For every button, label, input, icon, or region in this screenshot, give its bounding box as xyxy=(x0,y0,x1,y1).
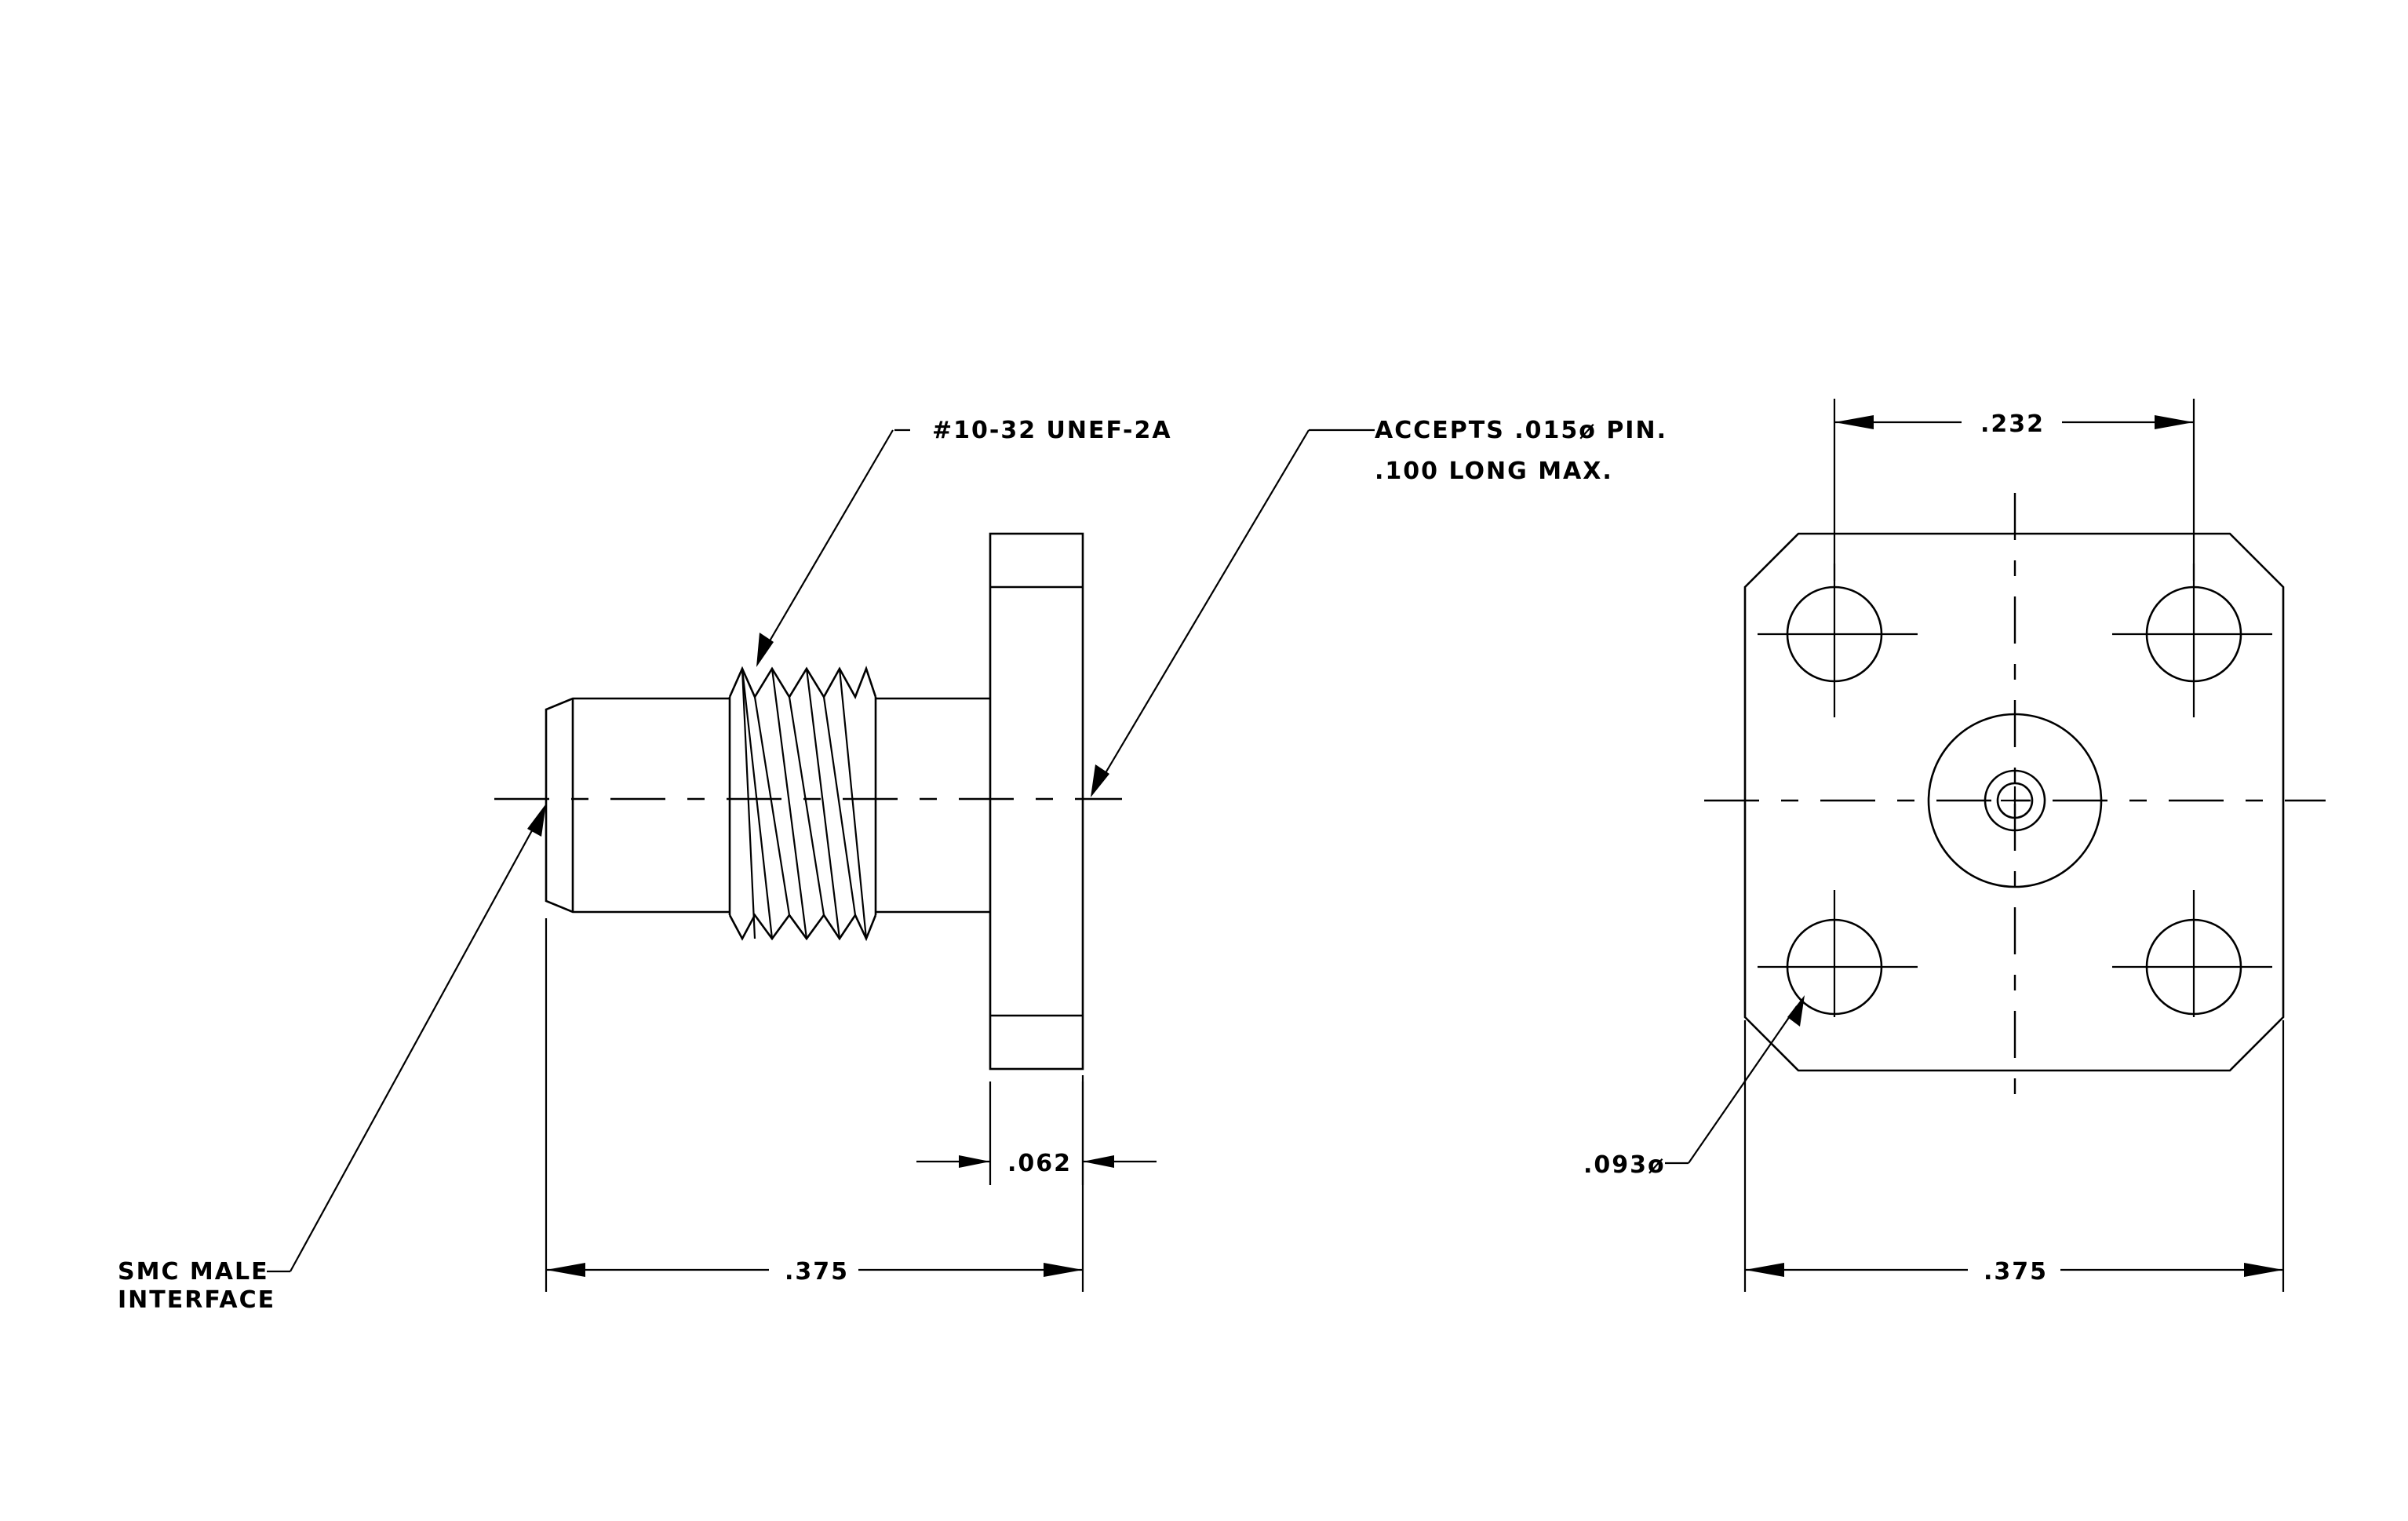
neck-outline xyxy=(876,697,990,914)
thread-section xyxy=(728,666,877,942)
flange-thickness-dim: .062 xyxy=(1007,1150,1072,1177)
overall-length-dim: .375 xyxy=(785,1258,849,1286)
center-body-circle xyxy=(1927,713,2103,888)
pin-callout-line2: .100 LONG MAX. xyxy=(1375,458,1613,485)
hole-diameter-dim: .093ø xyxy=(1583,1151,1666,1179)
center-pin-outer xyxy=(1984,769,2046,832)
flange-width-dim: .375 xyxy=(1984,1258,2048,1286)
flange-outline xyxy=(989,532,1084,1071)
front-view: .232 .375 .093ø xyxy=(1583,399,2326,1292)
side-view: #10-32 UNEF-2A ACCEPTS .015ø PIN. .100 L… xyxy=(118,417,1667,1314)
thread-callout: #10-32 UNEF-2A xyxy=(932,417,1172,444)
center-pin-inner xyxy=(1996,782,2034,819)
interface-label-line1: SMC MALE xyxy=(118,1258,269,1286)
pin-callout-line1: ACCEPTS .015ø PIN. xyxy=(1375,417,1667,444)
front-flange-outline xyxy=(1743,532,2285,1072)
interface-label-line2: INTERFACE xyxy=(118,1286,275,1314)
interface-body-outline xyxy=(545,697,730,914)
hole-spacing-dim: .232 xyxy=(1980,410,2045,438)
